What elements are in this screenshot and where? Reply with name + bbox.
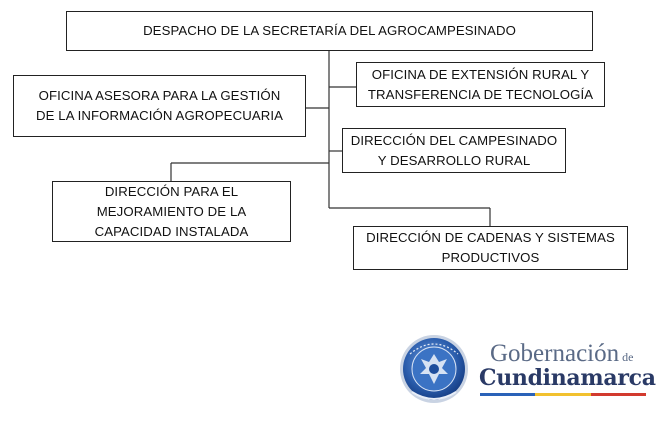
box-direccion-cadenas-line1: DIRECCIÓN DE CADENAS Y SISTEMAS — [366, 230, 615, 245]
box-direccion-campesinado-line1: DIRECCIÓN DEL CAMPESINADO — [350, 132, 558, 148]
box-oficina-asesora-line2: DE LA INFORMACIÓN AGROPECUARIA — [35, 108, 283, 123]
logo-bar-red — [590, 393, 646, 396]
box-oficina-asesora-line1: OFICINA ASESORA PARA LA GESTIÓN — [38, 88, 281, 103]
box-despacho-label: DESPACHO DE LA SECRETARÍA DEL AGROCAMPES… — [143, 23, 516, 38]
cundinamarca-seal-icon — [400, 335, 468, 403]
logo-color-bar — [480, 393, 646, 396]
box-oficina-extension: OFICINA DE EXTENSIÓN RURAL Y TRANSFERENC… — [356, 62, 605, 107]
box-oficina-extension-line2: TRANSFERENCIA DE TECNOLOGÍA — [367, 86, 594, 102]
logo-bar-blue — [480, 393, 536, 396]
box-direccion-cadenas: DIRECCIÓN DE CADENAS Y SISTEMAS PRODUCTI… — [353, 226, 628, 270]
box-direccion-mejoramiento-line3: CAPACIDAD INSTALADA — [94, 223, 249, 239]
box-direccion-cadenas-text: DIRECCIÓN DE CADENAS Y SISTEMAS PRODUCTI… — [366, 228, 615, 268]
box-direccion-mejoramiento-text: DIRECCIÓN PARA EL MEJORAMIENTO DE LA CAP… — [95, 182, 249, 242]
box-direccion-campesinado: DIRECCIÓN DEL CAMPESINADO Y DESARROLLO R… — [342, 128, 566, 173]
box-direccion-mejoramiento-line2: MEJORAMIENTO DE LA — [96, 203, 247, 219]
box-direccion-cadenas-line2: PRODUCTIVOS — [441, 250, 540, 265]
logo-title-de: de — [622, 350, 634, 364]
box-direccion-mejoramiento-line1: DIRECCIÓN PARA EL — [104, 183, 239, 199]
box-despacho: DESPACHO DE LA SECRETARÍA DEL AGROCAMPES… — [66, 11, 593, 51]
logo-bar-yellow — [535, 393, 591, 396]
box-oficina-asesora: OFICINA ASESORA PARA LA GESTIÓN DE LA IN… — [13, 75, 306, 137]
logo-title-gobernacion: Gobernación — [490, 340, 620, 367]
logo-title-cundinamarca: Cundinamarca — [479, 365, 656, 391]
box-oficina-asesora-text: OFICINA ASESORA PARA LA GESTIÓN DE LA IN… — [36, 86, 283, 126]
box-oficina-extension-line1: OFICINA DE EXTENSIÓN RURAL Y — [371, 66, 590, 82]
box-direccion-campesinado-line2: Y DESARROLLO RURAL — [377, 152, 531, 168]
box-direccion-campesinado-text: DIRECCIÓN DEL CAMPESINADO Y DESARROLLO R… — [351, 131, 557, 171]
box-direccion-mejoramiento: DIRECCIÓN PARA EL MEJORAMIENTO DE LA CAP… — [52, 181, 291, 242]
box-oficina-extension-text: OFICINA DE EXTENSIÓN RURAL Y TRANSFERENC… — [368, 65, 593, 105]
